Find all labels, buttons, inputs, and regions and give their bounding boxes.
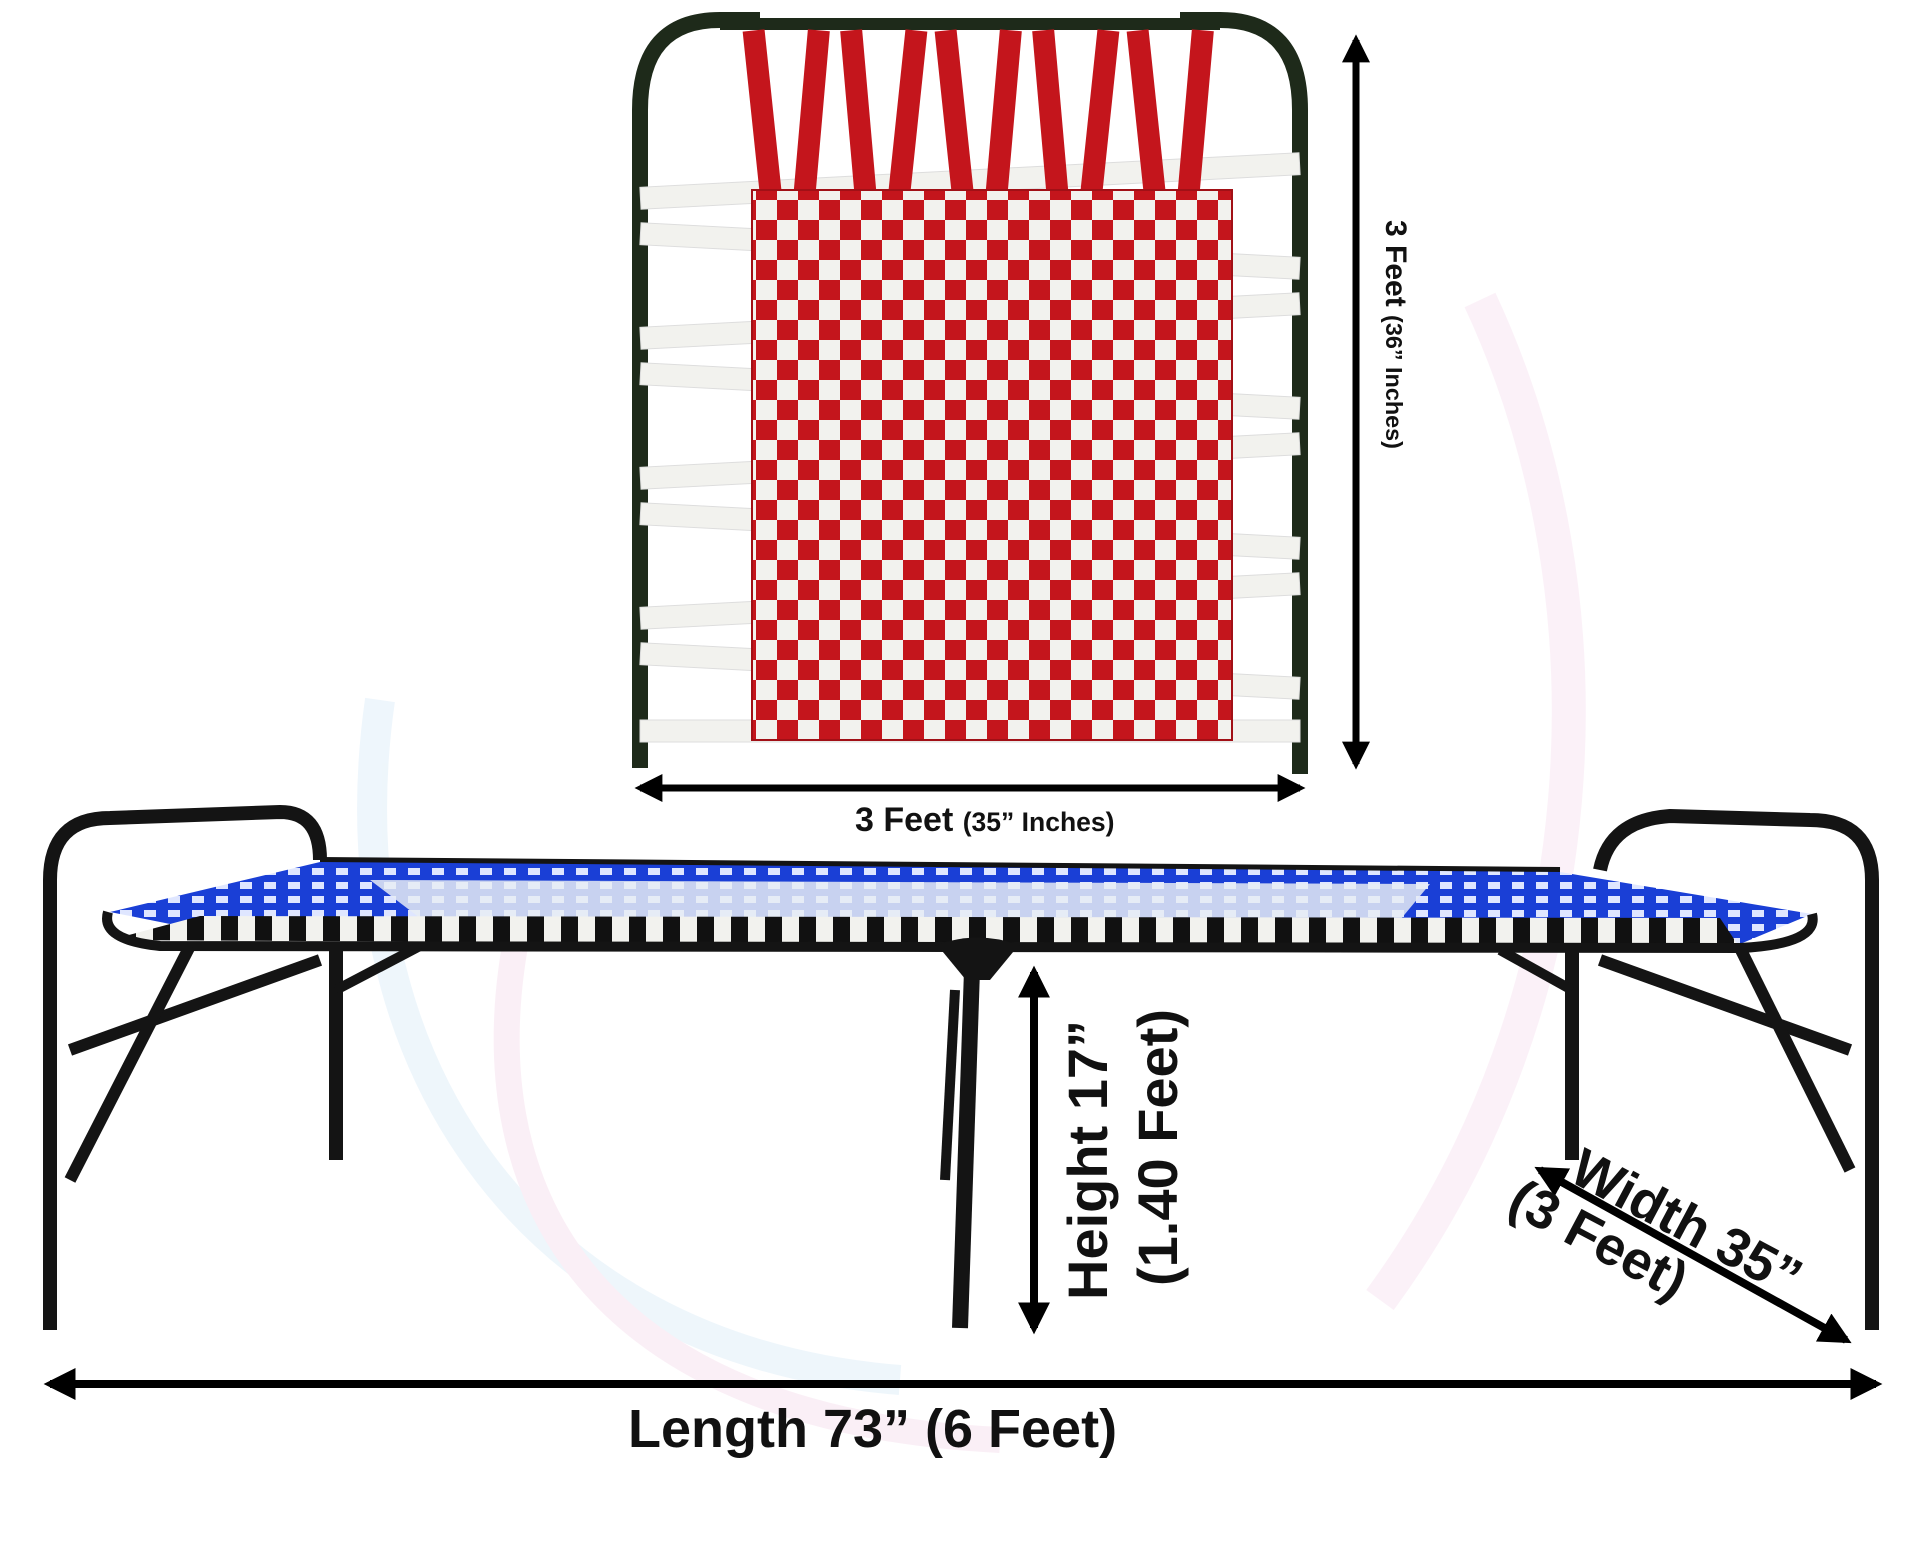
folded-width-main: 3 Feet bbox=[855, 801, 963, 839]
length-label: Length 73” (6 Feet) bbox=[628, 1399, 1118, 1459]
folded-frame-right bbox=[1180, 11, 1308, 760]
right-headboard bbox=[1593, 808, 1879, 1330]
height-label: Height 17” (1.40 Feet) bbox=[1056, 1009, 1189, 1300]
folded-width-label: 3 Feet (35” Inches) bbox=[855, 803, 1115, 837]
middle-leg bbox=[952, 969, 980, 1329]
middle-hinge bbox=[938, 946, 1018, 980]
folded-checker-weave bbox=[752, 190, 1232, 740]
height-line2: (1.40 Feet) bbox=[1126, 1009, 1189, 1286]
left-headboard bbox=[43, 804, 327, 1330]
folded-height-label: 3 Feet (36” Inches) bbox=[1379, 220, 1412, 449]
folded-height-paren: (36” Inches) bbox=[1381, 315, 1407, 449]
front-rail-stripes bbox=[110, 916, 1740, 948]
folded-frame-left bbox=[632, 11, 760, 740]
folded-width-paren: (35” Inches) bbox=[962, 807, 1115, 837]
open-cot bbox=[43, 804, 1879, 1330]
height-line1: Height 17” bbox=[1056, 1019, 1119, 1300]
background-swoosh bbox=[357, 292, 1586, 1453]
folded-red-straps-top bbox=[742, 29, 1214, 211]
folded-cot bbox=[632, 11, 1308, 774]
folded-height-main: 3 Feet bbox=[1379, 220, 1412, 316]
width-arrow bbox=[1534, 1166, 1852, 1344]
